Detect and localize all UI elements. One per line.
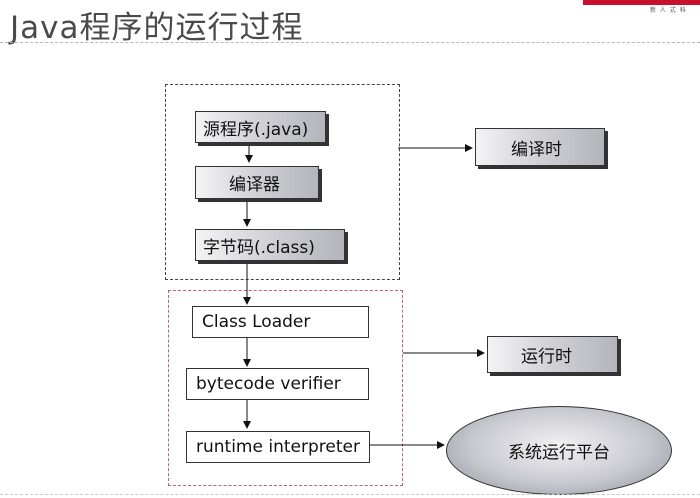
footer-divider xyxy=(0,494,700,495)
compile-time-label: 编译时 xyxy=(511,139,562,160)
bytecode-verifier-label: bytecode verifier xyxy=(196,374,341,394)
runtime-interpreter-label: runtime interpreter xyxy=(196,437,360,457)
bytecode-label: 字节码(.class) xyxy=(203,237,315,258)
compile-time-group xyxy=(165,84,400,280)
bytecode-box: 字节码(.class) xyxy=(195,229,345,261)
system-platform-ellipse: 系统运行平台 xyxy=(446,406,672,495)
brand-bar xyxy=(583,0,700,5)
class-loader-box: Class Loader xyxy=(192,306,369,338)
class-loader-label: Class Loader xyxy=(202,312,311,332)
compiler-label: 编译器 xyxy=(229,175,280,195)
compiler-box: 编译器 xyxy=(195,166,319,199)
runtime-group xyxy=(168,290,403,486)
source-code-label: 源程序(.java) xyxy=(203,119,309,140)
title-divider xyxy=(0,42,700,43)
source-code-box: 源程序(.java) xyxy=(195,111,326,143)
slide-title: Java程序的运行过程 xyxy=(10,10,304,46)
system-platform-label: 系统运行平台 xyxy=(508,443,610,463)
runtime-box: 运行时 xyxy=(487,336,618,373)
compile-time-box: 编译时 xyxy=(475,128,605,166)
bytecode-verifier-box: bytecode verifier xyxy=(186,368,369,400)
brand-logo-text: 新 人 式 科 xyxy=(650,7,687,14)
runtime-label: 运行时 xyxy=(521,347,572,367)
runtime-interpreter-box: runtime interpreter xyxy=(186,431,370,463)
